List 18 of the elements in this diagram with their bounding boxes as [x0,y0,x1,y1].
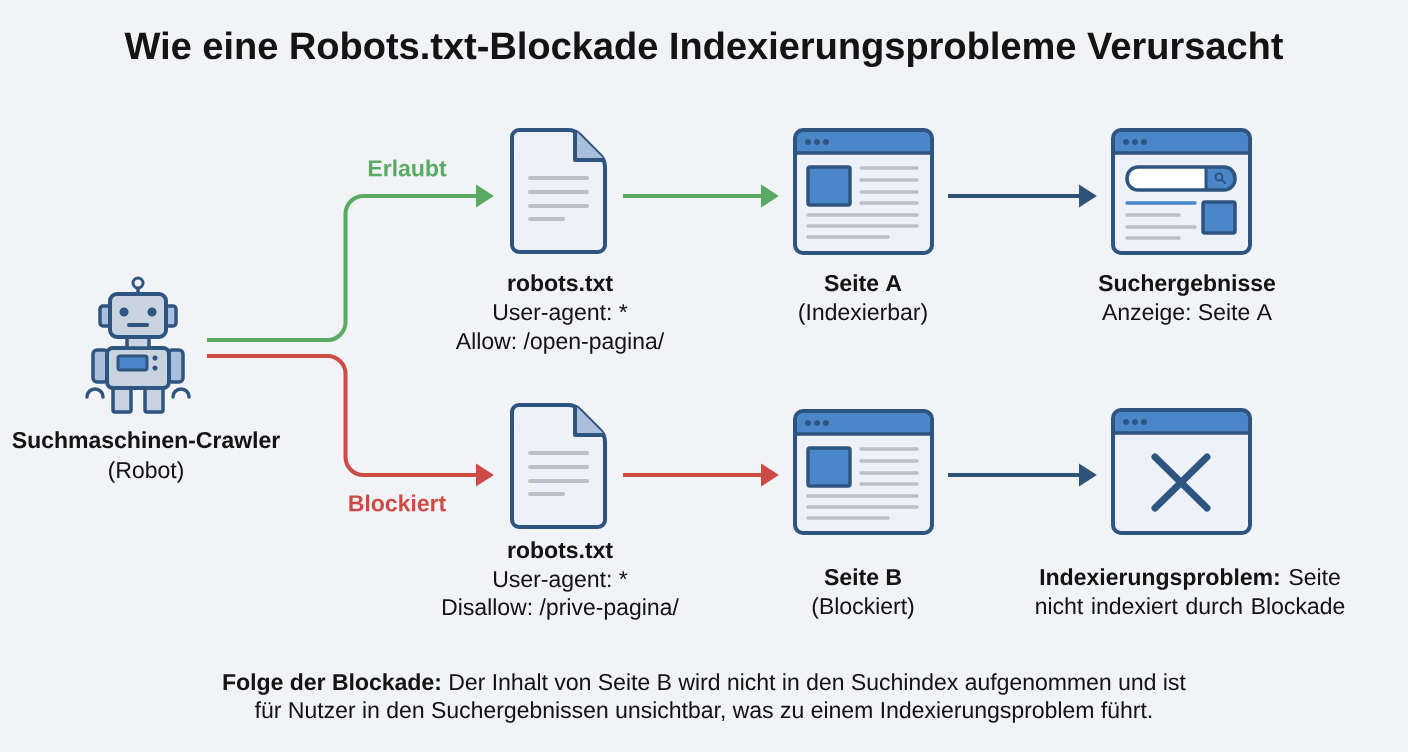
node-text: (Blockiert) [812,597,914,619]
node-text: (Indexierbar) [799,303,927,325]
node-text: (Robot) [109,461,183,483]
node-heading: Suchergebnisse [1098,274,1276,296]
node-heading: Seite B [824,568,901,586]
node-text: Indexierungsproblem: Seite nicht indexiert durch Blockade [1036,568,1345,615]
node-text: User-agent: * [494,304,628,325]
node-text: Anzeige: Seite A [1102,303,1272,325]
node-heading: robots.txt [508,541,613,559]
node-heading: Suchmaschinen-Crawler [12,431,280,449]
edge-label: Erlaubt [365,157,449,179]
title: Wie eine Robots.txt-Blockade Indexierungsprobleme Verursacht [124,31,1283,68]
node-heading: Seite A [824,274,902,292]
node-text: Disallow: /prive-pagina/ [443,598,679,620]
node-heading: robots.txt [508,274,613,292]
node-text: User-agent: * [494,571,628,592]
caption: Folge der Blockade: Der Inhalt von Seite B wird nicht in den Suchindex aufgenommen und ist für Nutzer in den Suchergebnissen unsichtbar, was zu einem Indexierungsproblem führt. [223,673,1186,723]
node-text: Allow: /open-pagina/ [455,332,665,354]
